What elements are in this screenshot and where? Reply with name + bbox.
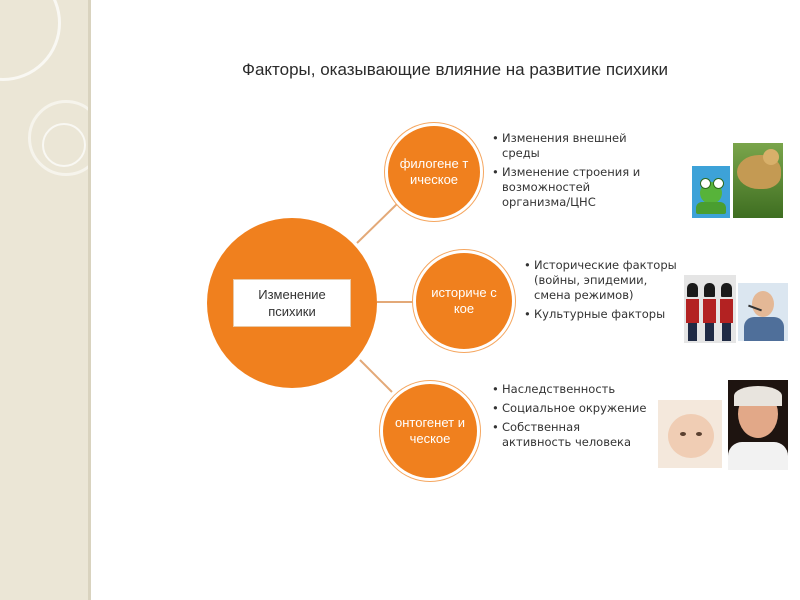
list-item: Исторические факторы (войны, эпидемии, с… [522, 258, 682, 303]
branch-node-label: онтогенет ическое [395, 415, 465, 446]
connector-to-branch-1 [356, 202, 399, 244]
guards-photo [684, 275, 736, 343]
branch-node-label: филогене тическое [399, 156, 469, 187]
old-man-photo [728, 380, 788, 470]
center-node: Изменение психики [207, 218, 377, 388]
phylogenetic-factors-list: Изменения внешней среды Изменение строен… [490, 131, 650, 214]
frog-eye [700, 178, 711, 189]
center-node-label: Изменение психики [233, 279, 351, 327]
list-item: Собственная активность человека [490, 420, 650, 450]
list-item: Культурные факторы [522, 307, 682, 322]
baby-photo [658, 400, 722, 468]
baby-eye [680, 432, 686, 436]
frog-eye [713, 178, 724, 189]
baby-head [668, 414, 714, 458]
decorative-side-panel [0, 0, 91, 600]
man-head [752, 291, 774, 317]
frog-photo [692, 166, 730, 218]
historical-factors-list: Исторические факторы (войны, эпидемии, с… [522, 258, 682, 326]
list-item: Социальное окружение [490, 401, 650, 416]
connector-to-branch-3 [359, 359, 393, 393]
branch-node-historical: историче ское [413, 250, 515, 352]
frog-legs [696, 202, 726, 214]
guard-figure [686, 283, 699, 341]
ontogenetic-factors-list: Наследственность Социальное окружение Со… [490, 382, 650, 454]
old-man-hair [734, 386, 782, 406]
guard-figure [703, 283, 716, 341]
branch-node-phylogenetic: филогене тическое [385, 123, 483, 221]
decorative-ring [28, 100, 88, 176]
old-man-shirt [728, 442, 788, 470]
guard-figure [720, 283, 733, 341]
branch-node-ontogenetic: онтогенет ическое [380, 381, 480, 481]
list-item: Наследственность [490, 382, 650, 397]
branch-node-label: историче ское [431, 285, 497, 316]
list-item: Изменение строения и возможностей органи… [490, 165, 650, 210]
decorative-ring [42, 123, 86, 167]
man-shirt [744, 317, 784, 341]
slide-title: Факторы, оказывающие влияние на развитие… [242, 60, 668, 79]
man-headset-photo [738, 283, 788, 341]
animal-photo [733, 143, 783, 218]
animal-head [763, 149, 779, 165]
baby-eye [696, 432, 702, 436]
list-item: Изменения внешней среды [490, 131, 650, 161]
